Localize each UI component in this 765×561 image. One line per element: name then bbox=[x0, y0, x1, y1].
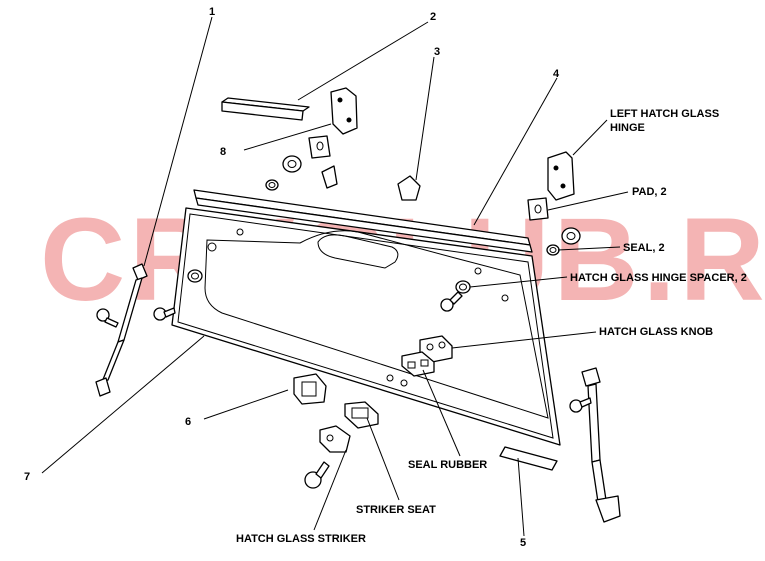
right-hinge-cap bbox=[321, 165, 338, 189]
left-hatch-glass-hinge bbox=[547, 151, 575, 201]
label-left-hinge-line2: HINGE bbox=[610, 122, 645, 134]
label-3: 3 bbox=[434, 46, 440, 58]
seal-strip-5 bbox=[499, 446, 558, 471]
striker-seat-part bbox=[344, 401, 379, 429]
gas-strut-left bbox=[95, 263, 148, 397]
panel-grommet bbox=[187, 269, 203, 283]
label-knob: HATCH GLASS KNOB bbox=[599, 326, 713, 338]
label-8: 8 bbox=[220, 146, 226, 158]
label-7: 7 bbox=[24, 471, 30, 483]
right-hinge-seal bbox=[265, 179, 279, 191]
right-hinge-spacer-part bbox=[282, 155, 302, 173]
hinge-spacer bbox=[455, 280, 471, 294]
label-2: 2 bbox=[430, 11, 436, 23]
label-seal: SEAL, 2 bbox=[623, 242, 665, 254]
label-seal-rubber: SEAL RUBBER bbox=[408, 459, 487, 471]
gas-strut-right bbox=[581, 367, 621, 523]
hatch-glass-molding bbox=[193, 189, 533, 253]
clip-3 bbox=[397, 175, 421, 201]
seal-strip-2 bbox=[221, 97, 310, 121]
hatch-glass-panel bbox=[171, 207, 561, 446]
label-left-hinge-line1: LEFT HATCH GLASS bbox=[610, 108, 719, 120]
label-6: 6 bbox=[185, 416, 191, 428]
label-pad: PAD, 2 bbox=[632, 186, 667, 198]
left-hinge-seal bbox=[546, 244, 560, 256]
hatch-glass-striker-part bbox=[319, 425, 351, 453]
seal-rubber-part bbox=[401, 351, 435, 377]
label-striker-seat: STRIKER SEAT bbox=[356, 504, 436, 516]
label-hinge-spacer: HATCH GLASS HINGE SPACER, 2 bbox=[570, 272, 747, 284]
bolt-left-1 bbox=[96, 308, 119, 328]
label-1: 1 bbox=[209, 6, 215, 18]
bolt-spacer bbox=[440, 291, 463, 312]
right-hinge-pad bbox=[308, 135, 331, 159]
bolt-left-2 bbox=[153, 307, 176, 321]
leader-lines bbox=[41, 16, 629, 537]
bolt-striker bbox=[304, 461, 330, 489]
label-5: 5 bbox=[520, 537, 526, 549]
bolt-right bbox=[569, 397, 592, 413]
label-4: 4 bbox=[553, 68, 560, 80]
left-hinge-spacer bbox=[561, 227, 581, 245]
right-hatch-glass-hinge bbox=[330, 87, 358, 135]
bracket-6 bbox=[293, 373, 327, 405]
label-striker: HATCH GLASS STRIKER bbox=[236, 533, 366, 545]
left-hinge-pad bbox=[527, 197, 549, 221]
